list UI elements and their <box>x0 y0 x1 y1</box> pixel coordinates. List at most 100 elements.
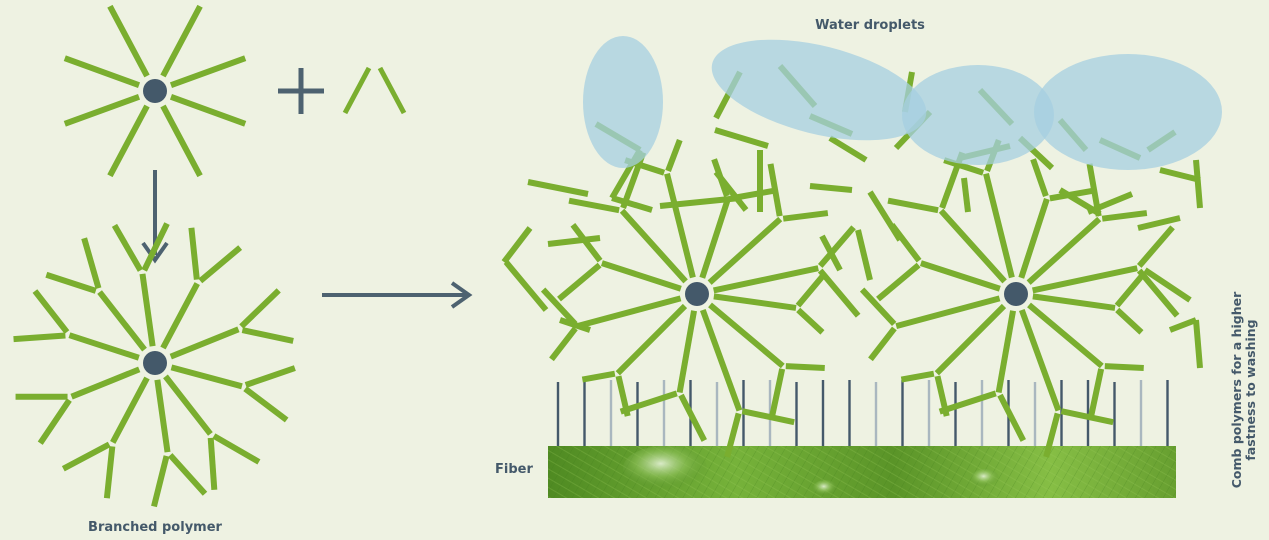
polymer-branch <box>615 375 631 417</box>
polymer-branch <box>796 307 825 335</box>
core-node <box>143 351 167 375</box>
polymer-arm <box>169 326 240 360</box>
polymer-arm <box>934 303 1007 376</box>
polymer-arm <box>600 260 682 292</box>
polymer-branch <box>568 197 620 214</box>
polymer-branch <box>619 390 678 415</box>
polymer-segment <box>659 195 741 209</box>
polymer-branch <box>876 262 921 302</box>
polymer-branch <box>724 412 742 458</box>
polymer-branch <box>1101 210 1148 222</box>
polymer-arm <box>615 303 688 376</box>
polymer-arm <box>63 55 141 89</box>
polymer-branch <box>1088 368 1105 416</box>
polymer-branch <box>557 262 602 302</box>
polymer-branch <box>782 210 829 222</box>
polymer-arm <box>707 216 783 285</box>
polymer-branch <box>785 363 825 372</box>
polymer-segment <box>828 135 868 163</box>
polymer-branch <box>239 288 281 329</box>
comb-polymers-label: Comb polymers for a higher fastness to w… <box>1229 292 1258 489</box>
polymer-branch <box>13 332 66 343</box>
polymer-segment <box>809 183 853 193</box>
star-monomer <box>63 4 247 178</box>
polymer-arm <box>169 55 247 89</box>
polymer-segment <box>527 179 589 197</box>
polymer-branch <box>795 272 827 308</box>
polymer-branch <box>1136 225 1175 268</box>
polymer-arm <box>699 308 743 412</box>
polymer-branch <box>938 390 997 415</box>
polymer-branch <box>45 271 97 294</box>
comb-polymer-left <box>540 138 861 458</box>
polymer-branch <box>859 287 897 326</box>
polymer-branch <box>934 375 950 417</box>
arrow-down-icon <box>141 170 169 264</box>
arrow-right-icon <box>322 281 473 309</box>
polymer-branch <box>943 157 985 176</box>
polymer-arm <box>713 293 797 311</box>
polymer-branch <box>767 163 783 217</box>
polymer-arm <box>713 265 819 294</box>
water-droplet <box>1034 54 1222 170</box>
caret-monomer <box>342 66 407 115</box>
polymer-branch <box>241 327 294 344</box>
polymer-branch <box>1030 158 1049 198</box>
polymer-branch <box>817 225 856 268</box>
fiber-droplet <box>623 446 707 490</box>
polymer-arm <box>107 4 150 78</box>
comb-label-line-2: fastness to washing <box>1243 319 1258 461</box>
polymer-arm <box>169 93 247 127</box>
polymer-arm <box>699 197 731 279</box>
polymer-branch <box>868 326 897 362</box>
polymer-branch <box>540 287 578 326</box>
polymer-branch <box>817 268 861 318</box>
water-droplet <box>902 65 1054 165</box>
polymer-segment <box>713 170 749 212</box>
plus-sign <box>278 68 324 114</box>
water-droplet <box>583 36 663 168</box>
polymer-arm <box>664 172 696 279</box>
polymer-segment <box>611 195 653 213</box>
polymer-segment <box>1168 317 1198 333</box>
polymer-arm <box>160 104 203 178</box>
polymer-arm <box>97 290 147 352</box>
polymer-branch <box>103 446 116 499</box>
polymer-branch <box>769 368 786 416</box>
polymer-arm <box>163 374 213 436</box>
water-droplets-label: Water droplets <box>815 18 925 33</box>
polymer-branch <box>81 237 102 290</box>
polymer-segment <box>961 177 971 213</box>
polymer-arm <box>154 379 171 453</box>
polymer-branch <box>32 289 70 334</box>
polymer-arm <box>1032 293 1116 311</box>
fiber-strip <box>548 446 1176 498</box>
polymer-branch <box>151 455 170 508</box>
polymer-arm <box>708 302 785 369</box>
polymer-branch <box>581 370 616 383</box>
polymer-branch <box>1060 408 1114 426</box>
polymer-segment <box>1058 187 1102 217</box>
polymer-branch <box>207 437 218 490</box>
polymer-arm <box>619 208 688 284</box>
polymer-segment <box>547 235 601 247</box>
polymer-arm <box>107 104 150 178</box>
branched-polymer <box>13 222 296 508</box>
polymer-branch <box>212 433 261 465</box>
branched-polymer-label: Branched polymer <box>88 520 222 535</box>
polymer-branch <box>198 245 243 284</box>
polymer-segment <box>1193 159 1203 209</box>
fiber-droplet <box>813 480 837 496</box>
polymer-arm <box>676 310 698 394</box>
polymer-branch <box>243 386 289 423</box>
polymer-arm <box>160 4 203 78</box>
polymer-arm <box>895 295 1001 329</box>
fiber-droplet <box>971 469 999 487</box>
polymer-branch <box>1049 187 1097 202</box>
polymer-branch <box>61 441 111 472</box>
polymer-arm <box>1018 197 1050 279</box>
core-node <box>685 282 709 306</box>
polymer-branch <box>1043 412 1061 458</box>
